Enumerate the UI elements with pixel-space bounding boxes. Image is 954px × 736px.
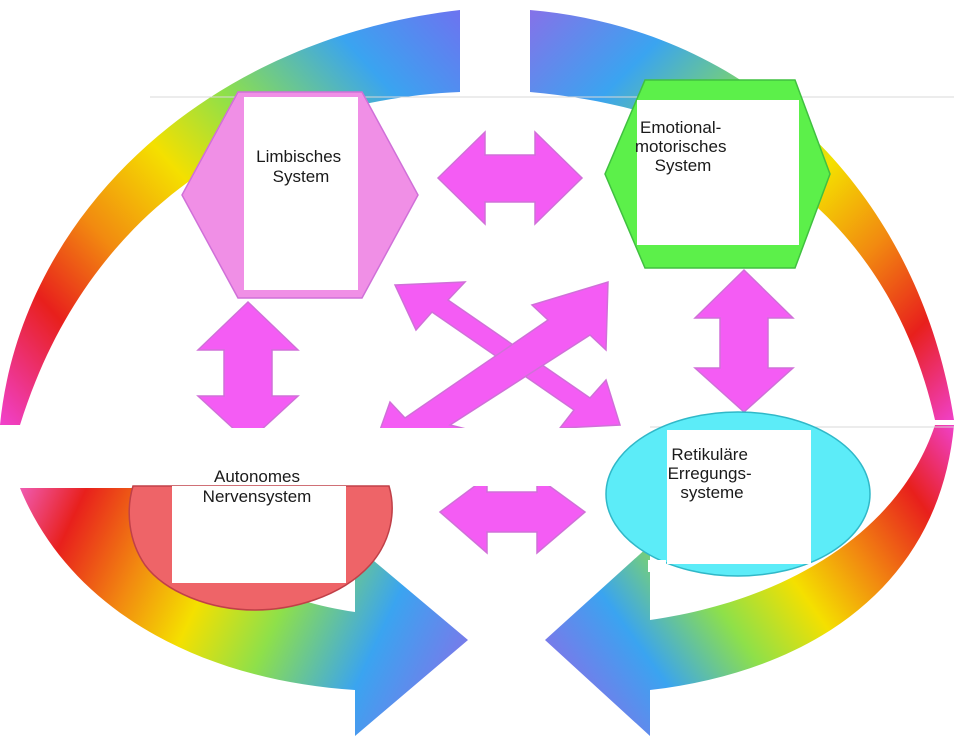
autonomic-label-top: Autonomes — [214, 467, 300, 486]
rainbow-arrow-bottom-right — [545, 425, 954, 736]
emotional-motor-label-line: System — [655, 156, 712, 175]
double-arrow-bottom-horizontal — [438, 475, 587, 555]
emotional-motor-label-line: Emotional- — [640, 118, 721, 137]
reticular-label-line: Erregungs- — [668, 464, 752, 483]
connectors — [196, 130, 795, 555]
emotional-motor-label: Emotional- motorisches System — [635, 118, 731, 175]
reticular-label-line: systeme — [680, 483, 743, 502]
double-arrow-left-vertical — [196, 300, 300, 444]
emotional-motor-label-line: motorisches — [635, 137, 727, 156]
reticular-label: Retikuläre Erregungs- systeme — [668, 445, 757, 502]
rainbow-arc-top-left — [0, 10, 460, 425]
limbic-label-line: System — [273, 167, 330, 186]
emotional-motor-card — [637, 100, 799, 245]
reticular-card — [667, 430, 811, 564]
node-autonomic-nervous-system: Autonomes Nervensystem — [128, 467, 393, 611]
node-limbic-system: Limbisches System — [181, 91, 419, 299]
reticular-label-line: Retikuläre — [671, 445, 748, 464]
limbic-label-line: Limbisches — [256, 147, 341, 166]
autonomic-card — [172, 486, 346, 583]
double-arrow-right-vertical — [693, 268, 795, 414]
limbic-label: Limbisches System — [256, 147, 346, 186]
limbic-card — [244, 97, 358, 290]
node-emotional-motor-system: Emotional- motorisches System — [604, 79, 831, 269]
center-gap — [0, 428, 660, 486]
reticular-card-shadow — [648, 560, 666, 572]
node-reticular-activating-systems: Retikuläre Erregungs- systeme — [605, 411, 871, 577]
double-arrow-top-horizontal — [436, 130, 584, 226]
autonomic-label-bottom: Nervensystem — [203, 487, 312, 506]
